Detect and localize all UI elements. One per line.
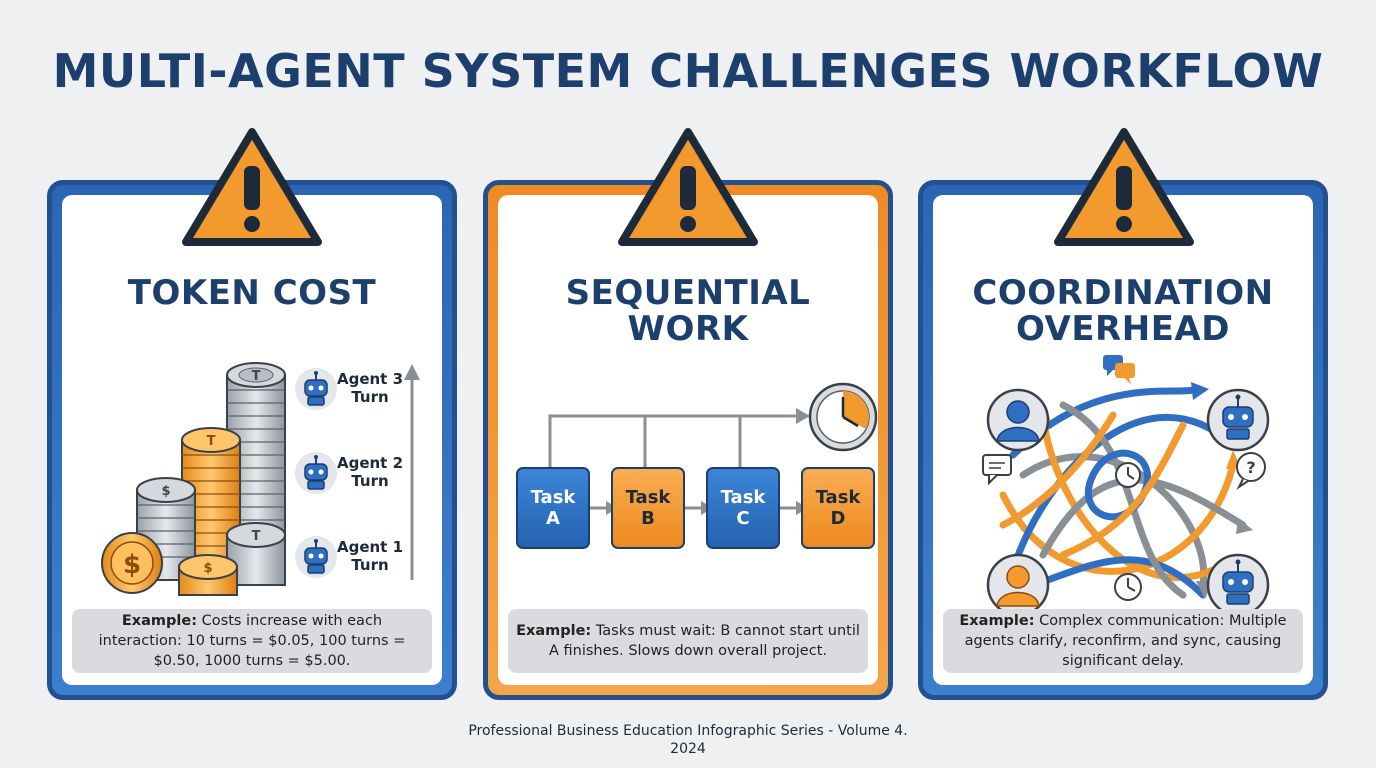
- task-letter: D: [830, 508, 846, 529]
- svg-text:$: $: [203, 561, 212, 576]
- card-body: TOKEN COST T: [62, 195, 442, 685]
- card-body: COORDINATION OVERHEAD: [933, 195, 1313, 685]
- coordination-network-diagram: ?: [982, 355, 1270, 617]
- example-label: Example:: [959, 613, 1035, 629]
- task-label: Task: [815, 487, 861, 508]
- example-label: Example:: [516, 623, 592, 639]
- svg-text:T: T: [252, 529, 261, 544]
- example-body: Costs increase with each interaction: 10…: [98, 613, 406, 669]
- chat-icon: [1103, 355, 1135, 384]
- example-box: Example: Complex communication: Multiple…: [943, 609, 1303, 673]
- question-icon: ?: [1236, 452, 1266, 490]
- flow-connector: [548, 414, 798, 468]
- agent-1-label: Agent 1 Turn: [330, 538, 410, 574]
- svg-text:$: $: [123, 550, 141, 580]
- svg-text:T: T: [252, 369, 261, 384]
- agent-name: Agent 2: [336, 454, 404, 472]
- robot-icon: [1206, 553, 1270, 617]
- card-body: SEQUENTIAL WORK: [498, 195, 878, 685]
- robot-icon: [295, 536, 337, 578]
- example-text: Example: Costs increase with each intera…: [80, 611, 424, 671]
- task-letter: A: [546, 508, 560, 529]
- card-title: TOKEN COST: [127, 273, 377, 313]
- svg-text:T: T: [207, 434, 216, 449]
- clock-icon: [1115, 462, 1141, 488]
- agent-turn: Turn: [351, 472, 389, 490]
- card-title-line2: OVERHEAD: [1016, 309, 1230, 349]
- task-letter: C: [736, 508, 750, 529]
- warning-icon: [182, 128, 322, 246]
- example-text: Example: Tasks must wait: B cannot start…: [516, 621, 860, 661]
- card-sequential-work: SEQUENTIAL WORK: [483, 180, 893, 700]
- clock-icon: [808, 382, 878, 452]
- example-body: Complex communication: Multiple agents c…: [964, 613, 1287, 669]
- task-label: Task: [530, 487, 576, 508]
- coin-stacks-illustration: T T $: [101, 362, 286, 596]
- user-icon: [986, 388, 1050, 452]
- chat-icon: [982, 454, 1012, 486]
- footer-year: 2024: [670, 741, 706, 757]
- card-title-line1: COORDINATION: [972, 273, 1274, 313]
- robot-icon: [1206, 388, 1270, 452]
- task-label: Task: [720, 487, 766, 508]
- clock-icon: [1114, 573, 1142, 601]
- card-coordination-overhead: COORDINATION OVERHEAD: [918, 180, 1328, 700]
- page-title: MULTI-AGENT SYSTEM CHALLENGES WORKFLOW: [52, 44, 1324, 98]
- footer: Professional Business Education Infograp…: [0, 722, 1376, 758]
- agent-name: Agent 3: [336, 370, 404, 388]
- robot-icon: [295, 452, 337, 494]
- agent-name: Agent 1: [336, 538, 404, 556]
- warning-icon: [618, 128, 758, 246]
- arrow-head: [796, 408, 810, 424]
- svg-text:$: $: [161, 484, 170, 499]
- task-label: Task: [625, 487, 671, 508]
- agent-turn: Turn: [351, 556, 389, 574]
- card-title-line1: SEQUENTIAL: [565, 273, 811, 313]
- warning-icon: [1054, 128, 1194, 246]
- svg-text:?: ?: [1246, 458, 1255, 477]
- example-box: Example: Tasks must wait: B cannot start…: [508, 609, 868, 673]
- example-text: Example: Complex communication: Multiple…: [951, 611, 1295, 671]
- example-box: Example: Costs increase with each intera…: [72, 609, 432, 673]
- card-token-cost: TOKEN COST T: [47, 180, 457, 700]
- user-icon: [986, 553, 1050, 617]
- up-arrow-icon: [404, 364, 420, 580]
- agent-2-label: Agent 2 Turn: [330, 454, 410, 490]
- coin-stack-orange-front: $: [178, 554, 238, 596]
- example-label: Example:: [121, 613, 198, 629]
- agent-turn: Turn: [351, 388, 389, 406]
- example-body: Tasks must wait: B cannot start until A …: [549, 623, 860, 659]
- coin-icon: $: [101, 532, 163, 594]
- task-letter: B: [641, 508, 655, 529]
- card-title-line2: WORK: [627, 309, 749, 349]
- task-flow-diagram: [548, 382, 878, 515]
- robot-icon: [295, 368, 337, 410]
- coin-stack-gray-right: T: [226, 522, 286, 586]
- footer-series: Professional Business Education Infograp…: [468, 723, 908, 739]
- agent-3-label: Agent 3 Turn: [330, 370, 410, 406]
